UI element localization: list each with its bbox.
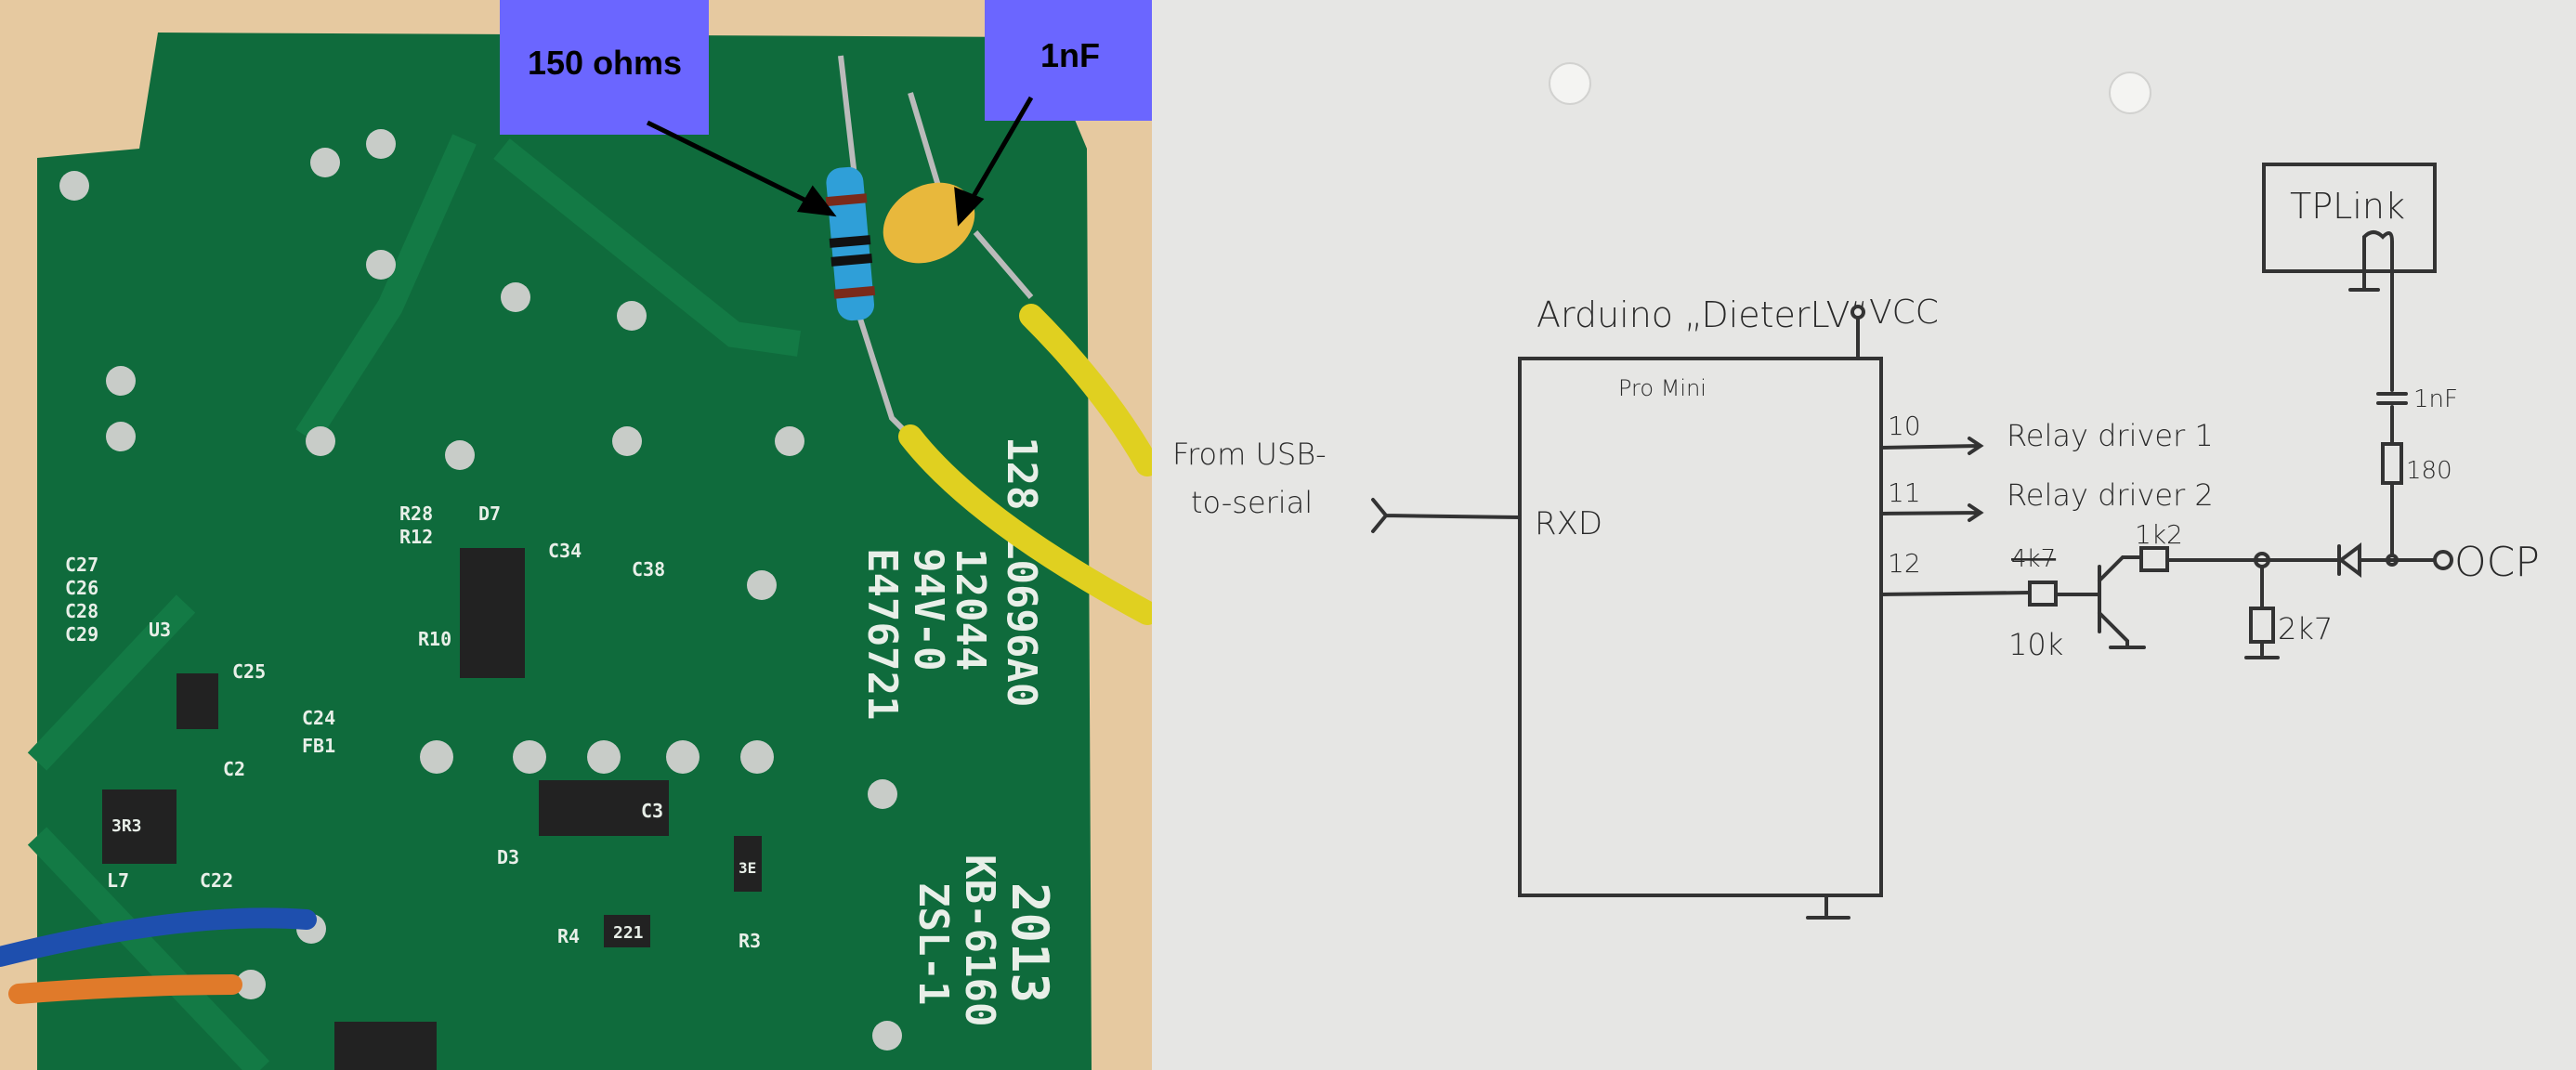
pin-10: 10 (1888, 411, 1921, 441)
svg-text:R4: R4 (557, 925, 580, 947)
annotation-box-capacitor (985, 0, 1152, 121)
svg-text:E476721: E476721 (858, 548, 906, 720)
svg-text:KB-6160: KB-6160 (956, 855, 1003, 1026)
svg-text:D3: D3 (497, 846, 519, 868)
svg-text:R3: R3 (739, 930, 761, 952)
svg-text:C3: C3 (641, 800, 663, 822)
arduino-box (1518, 357, 1883, 897)
pin-11: 11 (1888, 477, 1921, 508)
svg-text:128 L0696A0: 128 L0696A0 (998, 437, 1045, 707)
svg-text:R10: R10 (418, 628, 451, 650)
svg-text:C22: C22 (200, 869, 233, 892)
smd-components: 3R3 221 3E (102, 548, 762, 1070)
binder-hole (2109, 72, 2151, 114)
annotation-arrows (646, 96, 1034, 227)
tplink-box (2262, 163, 2437, 273)
svg-text:C28: C28 (65, 600, 98, 622)
pcb-traces (27, 134, 801, 1070)
arduino-title: Arduino „DieterLV“ (1536, 294, 1868, 335)
pcb-photo: 3R3 221 3E R28 R12 D7 C34 C38 R10 U3 C27… (0, 0, 1159, 1070)
board-markings: 128 L0696A0 12044 94V-0 E476721 KB-6160 … (858, 437, 1059, 1026)
svg-text:R12: R12 (399, 526, 433, 548)
r-series-label: 180 (2406, 457, 2452, 485)
chip-marking: 3E (739, 859, 756, 877)
svg-text:L7: L7 (107, 869, 129, 892)
annotation-label-capacitor: 1nF (1040, 36, 1100, 74)
svg-text:12044: 12044 (947, 548, 994, 671)
svg-text:U3: U3 (149, 619, 171, 641)
svg-text:C24: C24 (302, 707, 335, 729)
chip-marking: 221 (613, 923, 644, 943)
silkscreen-refs: R28 R12 D7 C34 C38 R10 U3 C27 C26 C28 C2… (65, 502, 761, 952)
r-base-label: 10k (2008, 627, 2063, 662)
annotation-label-resistor: 150 ohms (528, 44, 682, 82)
solder-pads (59, 129, 902, 1050)
svg-text:94V-0: 94V-0 (905, 548, 952, 671)
r-pulldown-label: 2k7 (2278, 611, 2333, 646)
board-label: Pro Mini (1618, 375, 1706, 401)
svg-text:C26: C26 (65, 577, 98, 599)
relay-driver-2: Relay driver 2 (2007, 477, 2214, 513)
r-base-struck: 4k7 (2011, 545, 2056, 573)
added-capacitor (883, 92, 1034, 299)
annotation-box-resistor (500, 0, 709, 135)
svg-text:D7: D7 (478, 502, 501, 525)
svg-text:C34: C34 (548, 540, 582, 562)
svg-text:C27: C27 (65, 554, 98, 576)
ocp-label: OCP (2454, 539, 2540, 586)
binder-hole (1549, 62, 1591, 105)
vcc-label: VCC (1869, 294, 1939, 332)
rxd-label: RXD (1535, 505, 1602, 542)
chip-marking: 3R3 (111, 816, 142, 836)
input-label-line1: From USB- (1172, 437, 1327, 472)
schematic-sketch: Arduino „DieterLV“ VCC Pro Mini From USB… (1152, 0, 2576, 1070)
cap-label: 1nF (2413, 385, 2458, 413)
pcb-board (37, 33, 1092, 1070)
svg-text:C29: C29 (65, 623, 98, 646)
svg-text:FB1: FB1 (302, 735, 335, 757)
svg-text:C2: C2 (223, 758, 245, 780)
svg-text:2013: 2013 (1000, 882, 1059, 1003)
svg-text:ZSL-1: ZSL-1 (909, 882, 957, 1005)
svg-text:C25: C25 (232, 660, 266, 683)
svg-text:C38: C38 (632, 558, 665, 581)
wires (0, 304, 1159, 1004)
relay-driver-1: Relay driver 1 (2007, 418, 2214, 453)
input-label-line2: to-serial (1191, 485, 1313, 520)
tplink-label: TPLink (2290, 186, 2405, 227)
pin-12: 12 (1888, 548, 1921, 579)
svg-text:R28: R28 (399, 502, 433, 525)
r-collector-label: 1k2 (2135, 519, 2183, 550)
